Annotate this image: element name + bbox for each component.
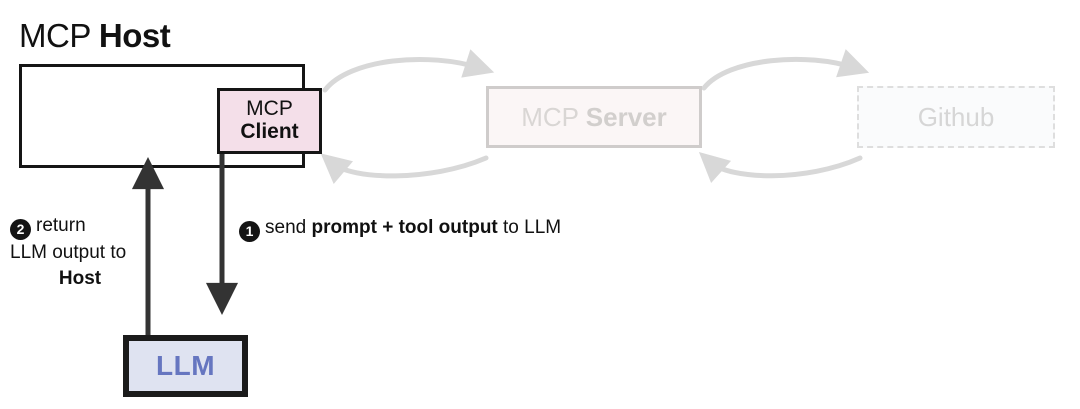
mcp-client-label-line1: MCP: [246, 97, 293, 121]
mcp-server-label: MCP Server: [521, 102, 667, 133]
mcp-client-box[interactable]: MCP Client: [217, 88, 322, 154]
llm-label: LLM: [155, 350, 216, 381]
connector-github-to-server: [698, 152, 863, 184]
mcp-server-label-bold: Server: [585, 101, 667, 132]
mcp-server-box[interactable]: MCP Server: [486, 86, 702, 148]
connector-server-to-github: [701, 49, 870, 91]
page-title: MCP Host: [19, 17, 171, 55]
step-1-part-b: prompt + tool output: [311, 217, 498, 238]
connector-server-to-client: [320, 153, 489, 184]
github-box[interactable]: Github: [857, 86, 1055, 148]
step-1-part-a: send: [265, 217, 312, 238]
llm-box[interactable]: LLM: [123, 335, 248, 397]
step-2-line3: Host: [58, 268, 102, 289]
github-label: Github: [917, 101, 995, 132]
step-2-line1: return: [36, 215, 86, 236]
title-regular-part: MCP: [19, 17, 99, 54]
mcp-server-label-regular: MCP: [521, 101, 586, 132]
step-1-badge: 1: [239, 221, 260, 242]
step-2-line2: LLM output to: [10, 242, 127, 263]
connector-client-to-server: [322, 49, 495, 93]
step-1-part-c: to LLM: [497, 217, 562, 238]
title-bold-part: Host: [98, 17, 171, 54]
step-2-badge: 2: [10, 219, 31, 240]
mcp-client-label-line2: Client: [240, 120, 299, 143]
